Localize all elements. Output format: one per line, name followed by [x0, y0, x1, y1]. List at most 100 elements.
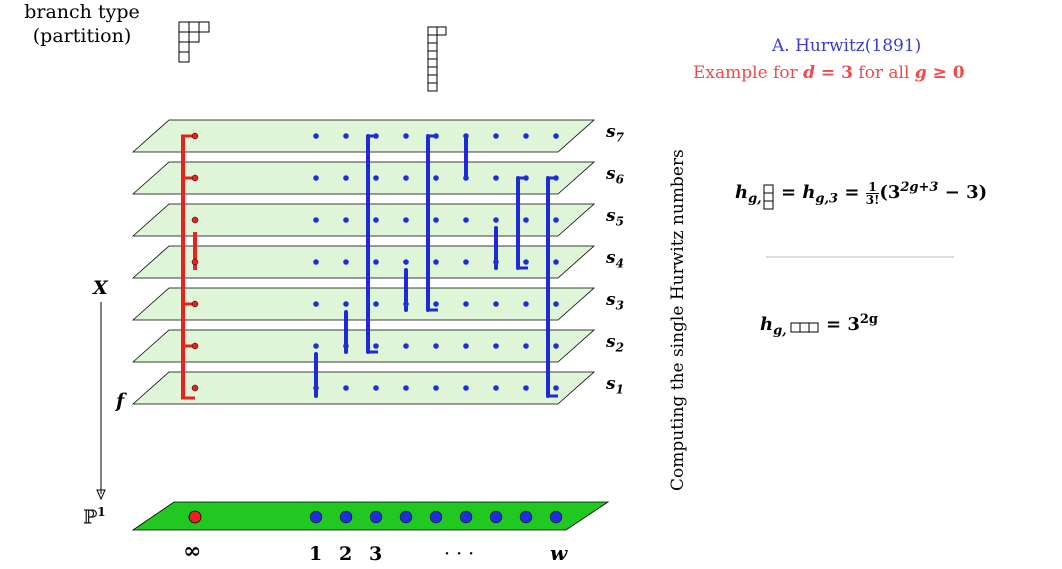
sheet-point: [433, 133, 439, 139]
sheet-point: [403, 217, 409, 223]
sheet-point: [523, 133, 529, 139]
sheet-plane: [131, 245, 596, 279]
sheet-point: [463, 385, 469, 391]
sheet-label: s5: [606, 206, 624, 228]
sheet-label: s6: [606, 164, 624, 186]
base-point: [339, 510, 353, 524]
sheet-point: [343, 175, 349, 181]
sheet-point: [313, 217, 319, 223]
sheet-point: [343, 259, 349, 265]
P1-symbol: ℙ: [83, 506, 98, 529]
sheet-point: [433, 259, 439, 265]
sheet-label-index: 2: [615, 340, 624, 355]
base-point: [459, 510, 473, 524]
f2-young-icon: [790, 318, 820, 339]
sheet-point: [403, 385, 409, 391]
sheet-point-infinity: [191, 258, 199, 266]
sheet-point: [343, 301, 349, 307]
base-point-infinity: [188, 510, 202, 524]
sheet-point-infinity: [191, 342, 199, 350]
sheet-point: [343, 217, 349, 223]
sheet-point: [313, 301, 319, 307]
bottom-3: 3: [369, 543, 383, 565]
sheet-point: [403, 301, 409, 307]
sheet-label: s1: [606, 374, 624, 396]
sheet-label: s4: [606, 248, 624, 270]
sheet-label-letter: s: [606, 206, 616, 226]
sheet-point: [313, 343, 319, 349]
sheet-point: [523, 385, 529, 391]
formula-single-hurwitz-111: hg, = 32g: [760, 312, 878, 339]
sheet-point: [523, 259, 529, 265]
sheet-point: [553, 133, 559, 139]
sheet-point: [523, 175, 529, 181]
young-diagram-partition-b: [427, 26, 453, 96]
sheet-point: [553, 259, 559, 265]
sheet-plane: [131, 371, 596, 405]
side-label: Computing the single Hurwitz numbers: [668, 149, 688, 491]
f2-sub: g,: [773, 323, 787, 339]
sheet-label-index: 7: [615, 130, 624, 145]
sheet-point: [493, 259, 499, 265]
sheet-point: [463, 133, 469, 139]
f2-exp: 2g: [859, 312, 878, 327]
sheet-point: [373, 175, 379, 181]
sheets-layer: [131, 119, 596, 405]
sheet-point: [313, 175, 319, 181]
f1-rhs: (3: [879, 182, 901, 203]
base-point: [519, 510, 533, 524]
example-eq: = 3: [814, 63, 853, 83]
sheet-label: s3: [606, 290, 624, 312]
sheet-point: [493, 301, 499, 307]
sheet-point: [433, 175, 439, 181]
branch-type-label: branch type (partition): [22, 0, 142, 48]
sheet-point: [523, 217, 529, 223]
sheet-point: [343, 133, 349, 139]
f2-eq: = 3: [819, 314, 860, 335]
bottom-infinity: ∞: [183, 538, 202, 564]
sheet-point: [553, 301, 559, 307]
sheet-point: [373, 217, 379, 223]
projection-arrowhead-icon: [96, 489, 106, 501]
sheet-point-infinity: [191, 300, 199, 308]
sheet-point: [403, 133, 409, 139]
sheet-point: [433, 385, 439, 391]
f1-sub: g,: [748, 191, 762, 207]
sheet-point-infinity: [191, 174, 199, 182]
sheet-point: [523, 301, 529, 307]
sheet-point: [493, 385, 499, 391]
sheet-point: [463, 259, 469, 265]
sheet-point: [493, 343, 499, 349]
label-P1: ℙ1: [83, 505, 106, 528]
base-point: [309, 510, 323, 524]
branch-type-line2: (partition): [32, 25, 132, 47]
young-diagram-partition-a: [178, 21, 214, 69]
label-f: f: [116, 390, 125, 412]
young-diagram-a-icon: [178, 21, 210, 63]
sheet-label-index: 4: [615, 256, 624, 271]
sheet-point: [403, 259, 409, 265]
attribution-example: Example for d = 3 for all g ≥ 0: [693, 63, 965, 83]
sheet-point: [493, 217, 499, 223]
sheet-plane: [131, 161, 596, 195]
sheet-point: [373, 259, 379, 265]
sheet-label-letter: s: [606, 248, 616, 268]
sheet-label-letter: s: [606, 164, 616, 184]
sheet-label-index: 5: [615, 214, 624, 229]
base-point: [369, 510, 383, 524]
example-geq: ≥ 0: [926, 63, 965, 83]
example-mid: for all: [852, 63, 915, 83]
f2-h: h: [760, 314, 774, 335]
sheet-point: [373, 343, 379, 349]
sheet-point: [553, 343, 559, 349]
sheet-point: [343, 385, 349, 391]
sheet-point: [553, 217, 559, 223]
f1-young-icon: [763, 184, 775, 217]
base-point: [489, 510, 503, 524]
sheet-point: [553, 385, 559, 391]
attribution-author: A. Hurwitz(1891): [772, 36, 922, 56]
sheet-point: [433, 217, 439, 223]
f1-mid: = h: [774, 182, 816, 203]
label-X: X: [93, 277, 108, 299]
